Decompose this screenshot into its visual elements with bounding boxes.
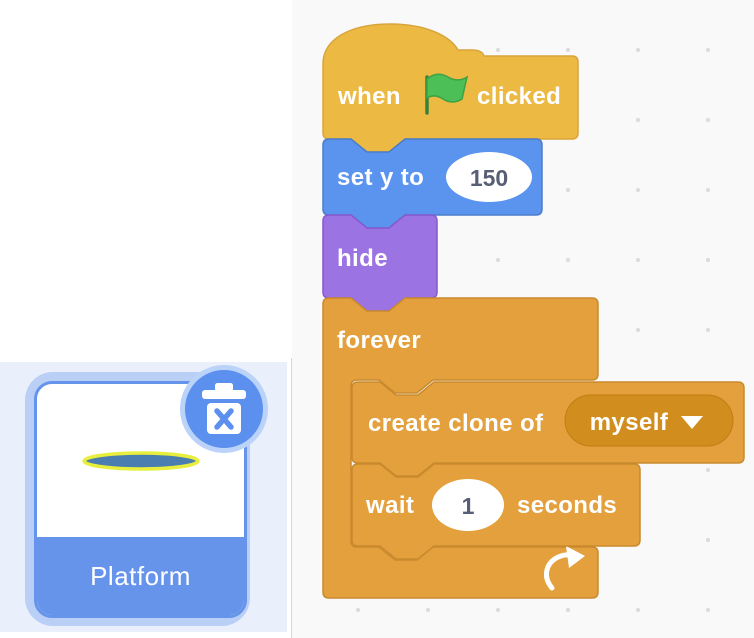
block-hide[interactable]: hide	[322, 214, 438, 312]
block-set-y-to[interactable]: set y to 150	[322, 138, 543, 229]
clone-target-value: myself	[590, 409, 669, 436]
when-label: when	[337, 83, 401, 110]
trash-icon	[202, 383, 246, 434]
seconds-label: seconds	[517, 492, 617, 519]
block-when-flag-clicked[interactable]: when clicked	[322, 23, 579, 153]
sprite-pane: Platform	[0, 362, 287, 632]
sprite-name-label: Platform	[37, 537, 244, 615]
platform-ellipse-image	[81, 450, 200, 471]
clone-target-dropdown[interactable]: myself	[564, 394, 734, 447]
wait-value-input[interactable]: 1	[432, 479, 504, 531]
clicked-label: clicked	[477, 83, 561, 110]
block-create-clone-of[interactable]: create clone of myself	[351, 381, 745, 477]
pane-divider	[291, 358, 292, 638]
y-value-input[interactable]: 150	[446, 152, 532, 202]
delete-sprite-button[interactable]	[180, 365, 268, 453]
wait-value: 1	[462, 493, 475, 519]
green-flag-icon	[425, 73, 469, 115]
forever-label: forever	[337, 327, 421, 354]
sprite-card-platform[interactable]: Platform	[34, 381, 247, 618]
loop-arrow-icon	[544, 546, 585, 591]
sprite-thumbnail	[37, 384, 244, 537]
block-forever[interactable]: forever	[322, 297, 599, 599]
create-clone-of-label: create clone of	[368, 410, 544, 437]
chevron-down-icon	[681, 416, 703, 429]
set-y-to-label: set y to	[337, 164, 424, 191]
y-value: 150	[470, 165, 508, 191]
block-wait-seconds[interactable]: wait 1 seconds	[351, 463, 641, 560]
hide-label: hide	[337, 245, 388, 272]
wait-label: wait	[365, 492, 414, 519]
